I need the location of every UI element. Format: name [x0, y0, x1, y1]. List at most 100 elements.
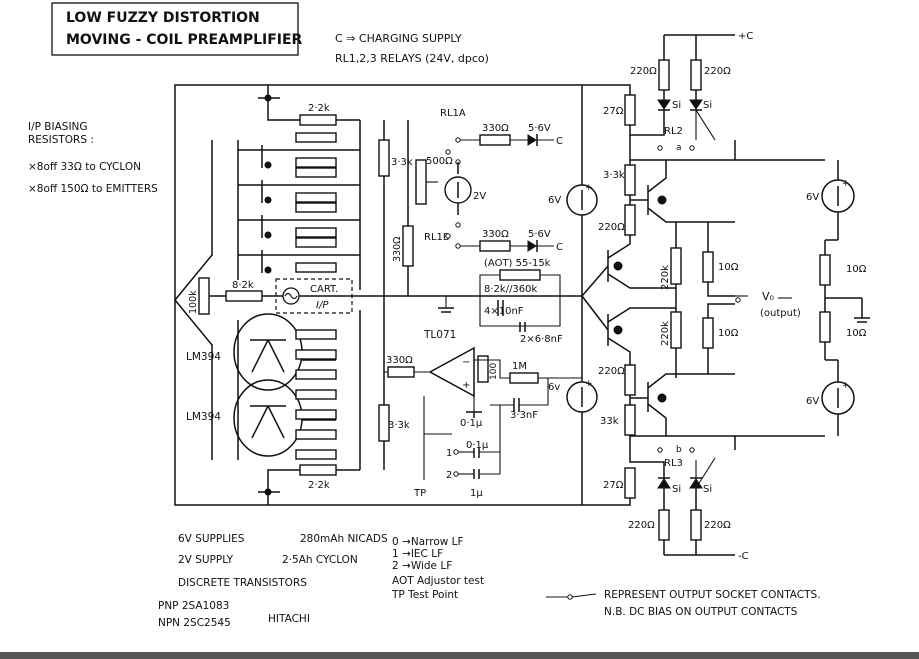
label-tl071: TL071	[423, 329, 456, 341]
output-stage: +C 220Ω 220Ω 27Ω Si Si RL2 a 3·3k 220Ω	[581, 31, 870, 562]
label-100: 100	[489, 363, 499, 380]
label-100k: 100k	[188, 290, 199, 314]
note-switch-0: 0 →Narrow LF	[392, 536, 464, 548]
label-2k2-top: 2·2k	[308, 103, 330, 114]
label-330-vertical: 330Ω	[392, 237, 403, 262]
label-c-a: C	[556, 136, 563, 147]
note-switch-1: 1 →IEC LF	[392, 548, 443, 560]
label-ip: I/P	[316, 300, 329, 311]
label-output: (output)	[760, 308, 801, 319]
resistor-3k3-upper	[378, 139, 390, 177]
label-220k-a: 220k	[660, 265, 671, 290]
label-si-a: Si	[672, 100, 681, 111]
resistor-2k2-top	[299, 114, 337, 126]
label-1m: 1M	[512, 361, 527, 372]
label-aot: (AOT) 55-15k	[484, 258, 551, 269]
label-2v: 2V	[473, 191, 486, 202]
label-220k-b: 220k	[660, 321, 671, 346]
label-tp: TP	[413, 488, 426, 499]
note-nb: N.B. DC BIAS ON OUTPUT CONTACTS	[604, 606, 798, 618]
opamp-symbol	[428, 346, 475, 398]
label-zener-b: 5·6V	[528, 229, 551, 240]
opamp-plus: +	[462, 380, 470, 391]
resistor-100k	[198, 277, 210, 315]
note-maker: HITACHI	[268, 613, 310, 625]
label-contact-a: a	[676, 143, 682, 153]
label-plus-c: +C	[738, 31, 753, 42]
label-switch-1: 1	[446, 448, 452, 459]
label-27-bottom: 27Ω	[603, 480, 624, 491]
label-3k3-lower: 3·3k	[388, 420, 410, 431]
center-batteries: + 6V + 6v	[548, 183, 598, 413]
label-6v-a: 6V	[548, 195, 561, 206]
label-zener-a: 5·6V	[528, 123, 551, 134]
plus-b: +	[585, 379, 593, 389]
label-lm394-a: LM394	[186, 351, 221, 363]
label-3k3-upper: 3·3k	[391, 157, 413, 168]
bottom-notes: 6V SUPPLIES 280mAh NICADS 2V SUPPLY 2·5A…	[158, 533, 821, 629]
note-npn: NPN 2SC2545	[158, 617, 231, 629]
opamp-servo: TL071 − + 330Ω 100 1M 0·1μ 3·3nF 1 2 0·1…	[384, 329, 582, 499]
plus-c-sym: +	[842, 179, 850, 189]
label-cart: CART.	[310, 284, 338, 295]
label-si-c: Si	[672, 484, 681, 495]
relays-note: RL1,2,3 RELAYS (24V, dpco)	[335, 52, 489, 65]
label-33k: 33k	[600, 416, 619, 427]
label-8k2: 8·2k	[232, 280, 254, 291]
opamp-minus: −	[462, 357, 470, 368]
note-supply-6v-value: 280mAh NICADS	[300, 533, 388, 545]
label-1u: 1μ	[470, 488, 483, 499]
resistor-8k2	[225, 290, 263, 302]
plus-a: +	[585, 183, 593, 193]
label-si-b: Si	[703, 100, 712, 111]
note-supply-2v: 2V SUPPLY	[178, 554, 234, 566]
label-rl1b: RL1B	[424, 232, 450, 243]
resistor-330-vertical	[402, 225, 414, 267]
note-supply-2v-value: 2·5Ah CYCLON	[282, 554, 358, 566]
label-c-b: C	[556, 242, 563, 253]
note-pnp: PNP 2SA1083	[158, 600, 229, 612]
rl1-relay: RL1A RL1B 2V 330Ω 5·6V C 330Ω 5·6V C	[424, 108, 563, 253]
label-220-bot-a: 220Ω	[628, 520, 655, 531]
label-0u1-b: 0·1μ	[466, 440, 489, 451]
input-stage: 2·2k 2·2k	[174, 84, 583, 506]
label-220-top-a: 220Ω	[630, 66, 657, 77]
label-minus-c: -C	[738, 551, 749, 562]
title-box: LOW FUZZY DISTORTION MOVING - COIL PREAM…	[51, 2, 303, 56]
label-10-d: 10Ω	[846, 328, 867, 339]
note-discrete: DISCRETE TRANSISTORS	[178, 577, 307, 589]
label-330-b: 330Ω	[482, 229, 509, 240]
label-contact-b: b	[676, 445, 682, 455]
label-vo: V₀	[762, 290, 775, 303]
label-10-b: 10Ω	[718, 328, 739, 339]
label-rl2: RL2	[664, 126, 683, 137]
label-220-top-b: 220Ω	[704, 66, 731, 77]
biasing-line-1: ×8off 33Ω to CYCLON	[28, 161, 141, 173]
label-500: 500Ω	[426, 156, 453, 167]
label-6v-d: 6V	[806, 396, 819, 407]
biasing-heading-1: I/P BIASING	[28, 121, 88, 133]
bottom-edge-bar	[0, 652, 919, 659]
label-330-a: 330Ω	[482, 123, 509, 134]
label-3n3f: 3·3nF	[510, 410, 538, 421]
label-4x10nf: 4×10nF	[484, 306, 524, 317]
biasing-line-2: ×8off 150Ω to EMITTERS	[28, 183, 158, 195]
plus-d: +	[842, 381, 850, 391]
label-2k2-bottom: 2·2k	[308, 480, 330, 491]
label-0u1-a: 0·1μ	[460, 418, 483, 429]
label-220-mid-a: 220Ω	[598, 222, 625, 233]
label-switch-2: 2	[446, 470, 452, 481]
biasing-heading-2: RESISTORS :	[28, 134, 94, 146]
label-feedback-resistor: 8·2k//360k	[484, 284, 538, 295]
label-6v-b: 6v	[548, 382, 560, 393]
note-aot: AOT Adjustor test	[392, 575, 484, 587]
label-2x6n8f: 2×6·8nF	[520, 334, 563, 345]
lm394-array	[233, 310, 361, 470]
label-220-bot-b: 220Ω	[704, 520, 731, 531]
resistor-2k2-bottom	[299, 464, 337, 476]
charging-note: C ⇒ CHARGING SUPPLY	[335, 32, 462, 45]
title-line-2: MOVING - COIL PREAMPLIFIER	[66, 32, 303, 48]
resistor-3k3-lower	[378, 404, 390, 442]
upper-transistor-array	[238, 132, 360, 274]
